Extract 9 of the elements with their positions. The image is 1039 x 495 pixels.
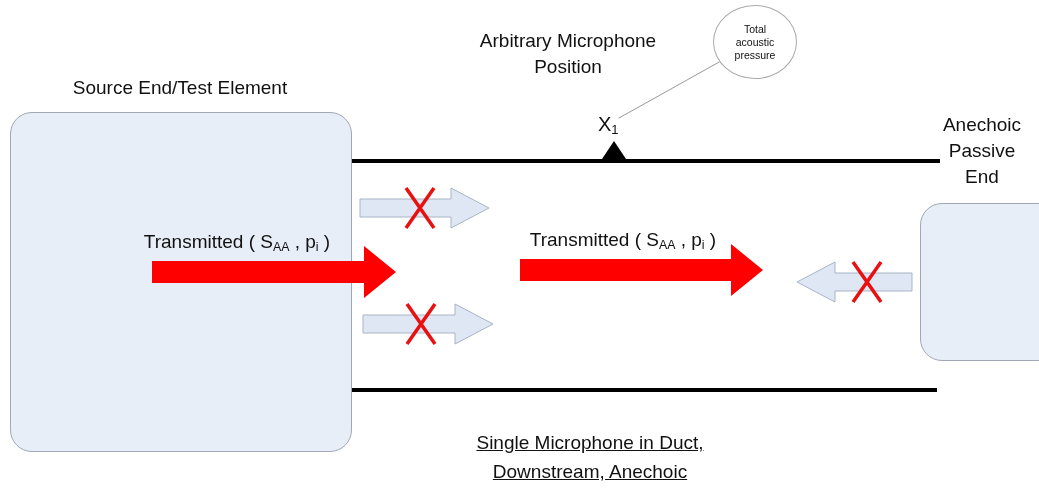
node-heading: Anechoic Passive End bbox=[941, 113, 1023, 189]
node-heading: Source End/Test Element bbox=[71, 76, 289, 100]
flow-label: Transmitted ( S$_{AA}$ , p$_{i}$ ) bbox=[142, 230, 332, 255]
caption-text: Single Microphone in Duct, Downstream, Anechoic bbox=[475, 431, 705, 484]
position-label: Arbitrary Microphone Position bbox=[478, 29, 658, 79]
position-label: X$_{1}$ bbox=[598, 111, 619, 137]
callout-text: Total acoustic pressure bbox=[733, 22, 777, 62]
flow-label: Transmitted ( S$_{AA}$ , p$_{i}$ ) bbox=[528, 228, 718, 253]
leader-line bbox=[618, 61, 721, 119]
